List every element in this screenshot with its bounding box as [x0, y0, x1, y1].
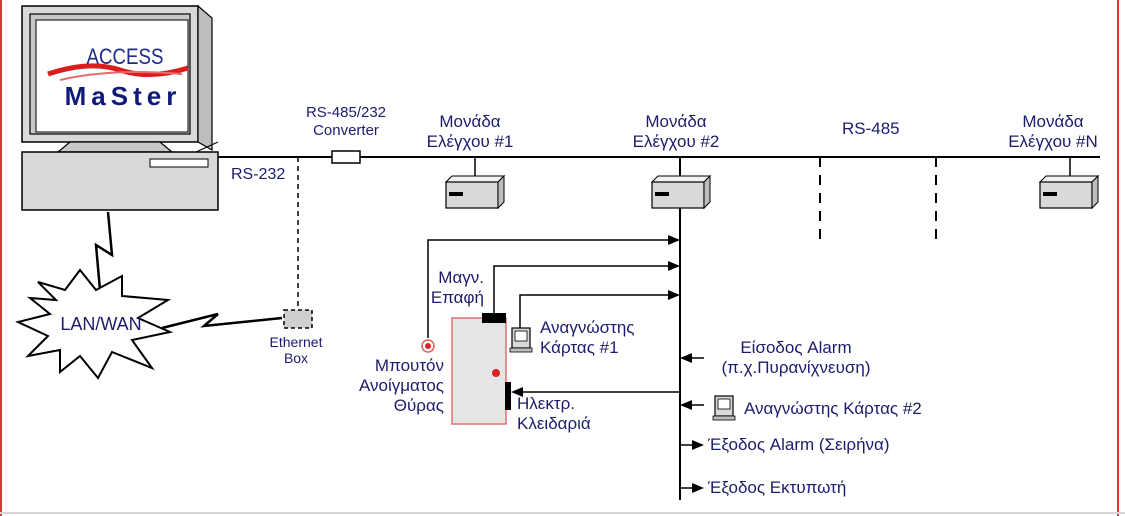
converter-label: RS-485/232 Converter: [294, 104, 398, 140]
starburst-icon: [15, 268, 174, 380]
ethernet-box-label: Ethernet Box: [269, 334, 323, 366]
rs232-label: RS-232: [231, 166, 286, 183]
magnetic-contact-icon: [482, 313, 506, 323]
converter-label-text: RS-485/232 Converter: [305, 104, 387, 139]
electric-lock-icon: [505, 382, 511, 410]
logo-access-text: ACCESS: [86, 44, 164, 69]
controller-box-icon: [444, 157, 506, 210]
card-reader-1-label: Αναγνώστης Κάρτας #1: [540, 318, 635, 357]
unit1-label: Μονάδα Ελέγχου #1: [426, 112, 514, 151]
printer-output-label: Έξοδος Εκτυπωτή: [708, 478, 847, 497]
computer-icon: [21, 4, 219, 211]
lock-arrow: [511, 387, 523, 397]
bottom-rule: [0, 512, 1125, 514]
controller-box-icon: [1038, 157, 1100, 210]
alarm-output-label: Έξοδος Alarm (Σειρήνα): [708, 435, 890, 454]
converter-icon: [331, 150, 361, 164]
controller-box-icon: [650, 157, 712, 500]
monitor-side: [197, 4, 213, 152]
card-reader-icon: [509, 327, 533, 353]
monitor-screen: [35, 19, 189, 133]
rs485-label: RS-485: [842, 119, 900, 138]
unit2-label: Μονάδα Ελέγχου #2: [632, 112, 720, 151]
ethernet-box-icon: [283, 309, 313, 329]
disk-drive: [149, 158, 209, 168]
unitN-label: Μονάδα Ελέγχου #N: [1008, 112, 1098, 151]
lanwan-label: LAN/WAN: [60, 314, 142, 334]
alarm-output-arrow: [692, 440, 704, 450]
alarm-input-label: Είσοδος Alarm (π.χ.Πυρανίχνευση): [721, 338, 871, 377]
printer-output-arrow: [692, 483, 704, 493]
card-reader-2-label: Αναγνώστης Κάρτας #2: [744, 399, 922, 418]
door-handle-icon: [492, 369, 500, 377]
magnetic-contact-label: Μαγν. Επαφή: [430, 268, 484, 307]
lan-link-lightning-icon: [161, 312, 283, 330]
lightning-icon: [94, 211, 114, 291]
logo-master-text: MaSter: [64, 81, 182, 111]
card-reader-icon: [712, 395, 736, 421]
electric-lock-label: Ηλεκτρ. Κλειδαριά: [517, 394, 591, 433]
door-button-label: Μπουτόν Ανοίγματος Θύρας: [358, 356, 444, 415]
